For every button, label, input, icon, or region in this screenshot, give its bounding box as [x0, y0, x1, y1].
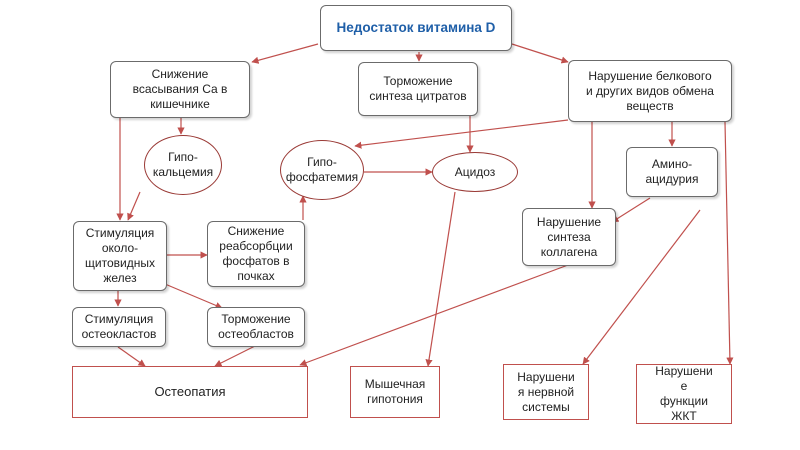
hypotonia-box: Мышечная гипотония — [350, 366, 440, 418]
parathyroid-box: Стимуляция около- щитовидных желез — [73, 221, 167, 291]
osteoclasts-text: Стимуляция остеокластов — [81, 312, 157, 341]
protein-metabolism-box: Нарушение белкового и других видов обмен… — [568, 60, 732, 122]
gi-box: Нарушени е функции ЖКТ — [636, 364, 732, 424]
nervous-box: Нарушени я нервной системы — [503, 364, 589, 420]
arrow-title-to-ca-absorption — [251, 43, 319, 64]
parathyroid-text: Стимуляция около- щитовидных желез — [85, 226, 155, 285]
collagen-text: Нарушение синтеза коллагена — [536, 214, 602, 259]
acidosis-text: Ацидоз — [454, 164, 496, 179]
arrow-parathyroid-to-osteoblasts — [164, 283, 223, 309]
hypophosphatemia-text: Гипо- фосфатемия — [285, 155, 359, 184]
arrow-hypocalcemia-to-parathyroid — [127, 191, 141, 221]
arrow-protein-to-nervous — [582, 209, 701, 365]
ca-absorption-box: Снижение всасывания Са в кишечнике — [110, 61, 250, 118]
arrow-collagen-to-osteopathy — [299, 264, 569, 367]
hypotonia-text: Мышечная гипотония — [364, 377, 426, 406]
arrow-protein-to-hypophosphatemia — [354, 119, 569, 149]
citrate-inhibition-box: Торможение синтеза цитратов — [358, 62, 478, 116]
aminoaciduria-box: Амино- ацидурия — [626, 147, 718, 197]
protein-metabolism-text: Нарушение белкового и других видов обмен… — [586, 68, 714, 113]
osteoblasts-text: Торможение остеобластов — [218, 312, 294, 341]
hypocalcemia-ellipse: Гипо- кальцемия — [144, 135, 222, 195]
diagram-title: Недостаток витамина D — [320, 5, 512, 51]
ca-absorption-text: Снижение всасывания Са в кишечнике — [132, 67, 228, 111]
acidosis-ellipse: Ацидоз — [432, 152, 518, 192]
collagen-box: Нарушение синтеза коллагена — [522, 208, 616, 266]
hypocalcemia-text: Гипо- кальцемия — [152, 150, 214, 179]
osteoblasts-box: Торможение остеобластов — [207, 307, 305, 347]
arrow-protein-to-gi — [724, 121, 734, 365]
arrow-aminoaciduria-to-collagen — [611, 197, 651, 223]
arrow-acidosis-to-hypotonia — [425, 191, 456, 367]
gi-text: Нарушени е функции ЖКТ — [655, 364, 713, 423]
phosphate-reabsorption-box: Снижение реабсорбции фосфатов в почках — [207, 221, 305, 287]
aminoaciduria-text: Амино- ацидурия — [645, 157, 699, 186]
title-text: Недостаток витамина D — [336, 19, 496, 35]
nervous-text: Нарушени я нервной системы — [517, 369, 575, 414]
hypophosphatemia-ellipse: Гипо- фосфатемия — [280, 140, 364, 200]
citrate-inhibition-text: Торможение синтеза цитратов — [369, 74, 467, 103]
arrow-osteoclasts-to-osteopathy — [117, 346, 146, 367]
arrow-osteoblasts-to-osteopathy — [214, 345, 256, 367]
osteopathy-box: Остеопатия — [72, 366, 308, 418]
phosphate-reabsorption-text: Снижение реабсорбции фосфатов в почках — [219, 224, 293, 283]
arrow-title-to-protein — [511, 43, 569, 64]
osteopathy-text: Остеопатия — [154, 383, 226, 399]
osteoclasts-box: Стимуляция остеокластов — [72, 307, 166, 347]
